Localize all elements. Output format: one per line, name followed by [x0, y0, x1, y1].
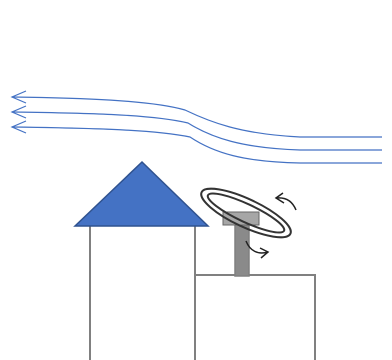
vent-stack — [235, 224, 249, 276]
